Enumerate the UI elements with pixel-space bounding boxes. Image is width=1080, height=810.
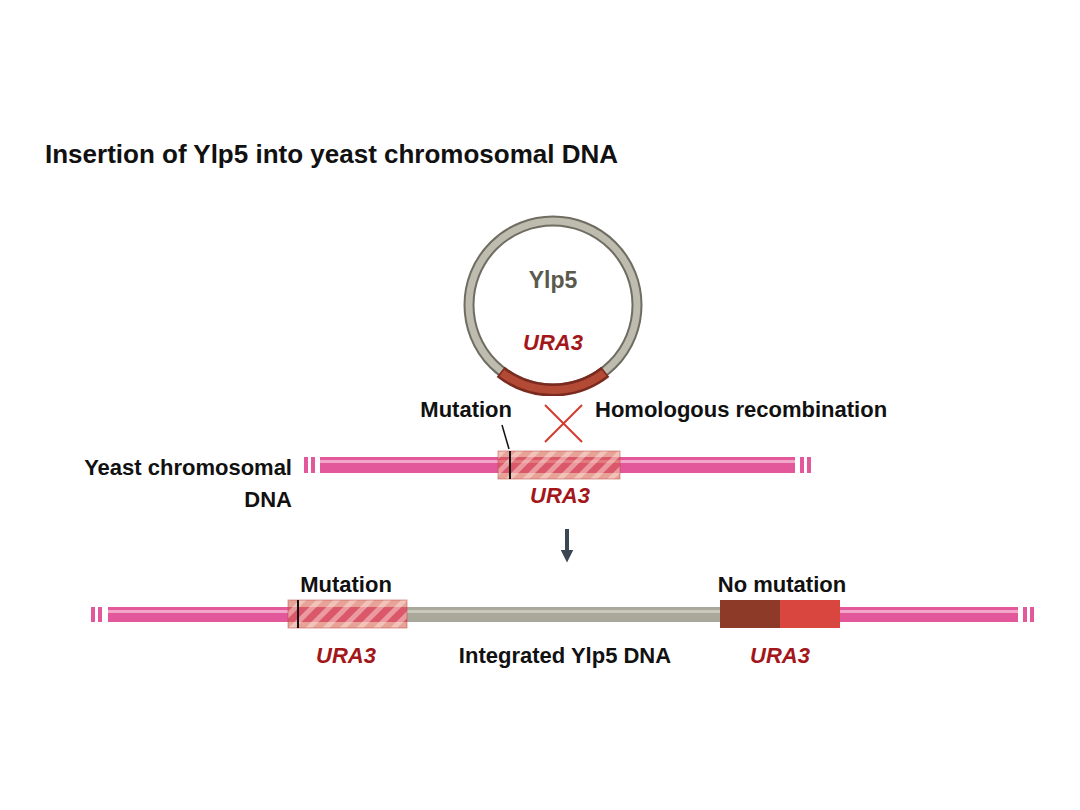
recombination-cross <box>545 405 582 442</box>
gene-label: URA3 <box>316 640 376 672</box>
ura3-hatched <box>498 451 620 479</box>
gene-label: URA3 <box>750 640 810 672</box>
process-label: Homologous recombination <box>595 394 887 426</box>
mutation-tick <box>297 600 299 628</box>
mutation-label: Mutation <box>300 569 392 601</box>
integrated-band <box>91 600 1034 628</box>
ura3-solid <box>780 600 840 628</box>
chromosome-region: Yeast chromosomal DNA URA3 <box>40 440 830 525</box>
mutation-label: No mutation <box>718 569 846 601</box>
plasmid-name: Ylp5 <box>529 264 578 296</box>
chromosome-band <box>304 451 811 479</box>
leader-line <box>502 425 509 449</box>
title: Insertion of Ylp5 into yeast chromosomal… <box>45 139 618 170</box>
ura3-hatched <box>288 600 407 628</box>
plasmid-circle: Ylp5URA3 <box>462 214 644 396</box>
down-arrow <box>565 529 569 551</box>
gene-label: URA3 <box>530 480 590 512</box>
band-label: Yeast chromosomal DNA <box>42 452 292 516</box>
mutation-label: Mutation <box>420 394 512 426</box>
integrated-region: MutationURA3 Integrated Ylp5 DNA URA3 No mu… <box>85 566 1045 670</box>
plasmid-ring <box>462 214 644 396</box>
segment-label: Integrated Ylp5 DNA <box>459 640 671 672</box>
mutation-tick <box>509 451 511 479</box>
ura3-arc <box>501 372 606 390</box>
ura3-solid <box>720 600 780 628</box>
gene-label: URA3 <box>523 327 583 359</box>
